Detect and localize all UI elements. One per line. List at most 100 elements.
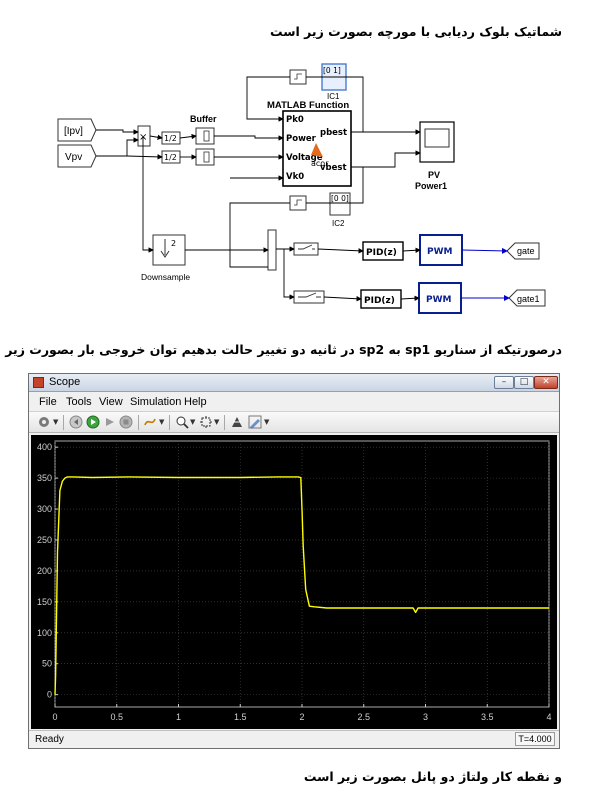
y-tick-label: 150 bbox=[37, 597, 52, 607]
scope-block[interactable]: PV Power1 bbox=[415, 121, 455, 191]
window-title: Scope bbox=[49, 376, 81, 388]
signal-lines bbox=[96, 76, 421, 302]
title-bar[interactable]: Scope – □ ✕ bbox=[29, 374, 559, 392]
heading-schematic: شماتیک بلوک ردیابی با مورچه بصورت زیر اس… bbox=[269, 24, 562, 39]
y-tick-label: 0 bbox=[47, 690, 52, 700]
zoom-dropdown-icon[interactable]: ▼ bbox=[190, 418, 196, 426]
gain-block-1[interactable]: 1/2 bbox=[161, 131, 181, 145]
port-vk0: Vk0 bbox=[286, 172, 304, 182]
gain-block-2[interactable]: 1/2 bbox=[161, 150, 181, 164]
scope-label-1: PV bbox=[428, 170, 440, 180]
product-block[interactable]: × bbox=[137, 125, 151, 147]
heading-voltage: و نقطه کار ولتاژ دو پانل بصورت زیر است bbox=[303, 769, 562, 784]
y-tick-label: 350 bbox=[37, 473, 52, 483]
x-tick-label: 1.5 bbox=[234, 712, 247, 722]
style-icon[interactable] bbox=[248, 415, 262, 429]
y-tick-label: 50 bbox=[42, 659, 52, 669]
from-vpv-block[interactable]: Vpv bbox=[57, 144, 97, 168]
heading-scenario: درصورتیکه از سناریو sp1 به sp2 در ثانیه … bbox=[0, 342, 562, 357]
stop-icon[interactable] bbox=[119, 415, 133, 429]
acor-label: acor bbox=[311, 159, 329, 168]
scope-window: Scope – □ ✕ File Tools View Simulation H… bbox=[28, 373, 560, 749]
x-tick-label: 4 bbox=[546, 712, 551, 722]
x-tick-label: 3.5 bbox=[481, 712, 494, 722]
menu-help[interactable]: Help bbox=[184, 396, 207, 408]
demux-block[interactable] bbox=[267, 229, 277, 271]
buffer-block-1[interactable] bbox=[195, 127, 215, 145]
memory-block-2[interactable] bbox=[289, 195, 307, 211]
pwm-2-label: PWM bbox=[426, 295, 452, 305]
downsample-value: 2 bbox=[171, 239, 176, 248]
ic1-label: IC1 bbox=[327, 92, 340, 101]
fit-dropdown-icon[interactable]: ▼ bbox=[214, 418, 220, 426]
y-tick-label: 250 bbox=[37, 535, 52, 545]
goto-gate-block[interactable]: gate bbox=[506, 242, 540, 260]
scope-app-icon bbox=[33, 377, 44, 388]
pid-block-2[interactable]: PID(z) bbox=[360, 289, 402, 309]
gain-2-label: 1/2 bbox=[164, 153, 177, 162]
ic2-label: IC2 bbox=[332, 219, 345, 228]
menu-simulation[interactable]: Simulation bbox=[130, 396, 182, 408]
downsample-label: Downsample bbox=[141, 272, 190, 282]
x-tick-label: 2.5 bbox=[357, 712, 370, 722]
matlab-fn-title: MATLAB Function bbox=[267, 100, 349, 111]
x-tick-label: 1 bbox=[176, 712, 181, 722]
menu-bar: File Tools View Simulation Help bbox=[29, 393, 559, 410]
downsample-block[interactable]: 2 Downsample bbox=[141, 234, 190, 282]
legend-icon[interactable] bbox=[230, 415, 244, 429]
maximize-button[interactable]: □ bbox=[514, 376, 534, 389]
gear-icon[interactable] bbox=[37, 415, 51, 429]
status-text: Ready bbox=[35, 734, 64, 745]
y-tick-label: 300 bbox=[37, 504, 52, 514]
zoom-icon[interactable] bbox=[175, 415, 189, 429]
y-tick-label: 400 bbox=[37, 442, 52, 452]
gear-dropdown-icon[interactable]: ▼ bbox=[53, 418, 59, 426]
from-ipv-label: [Ipv] bbox=[64, 126, 83, 137]
highlight-dropdown-icon[interactable]: ▼ bbox=[159, 418, 165, 426]
switch-block-2[interactable] bbox=[293, 290, 325, 304]
style-dropdown-icon[interactable]: ▼ bbox=[264, 418, 270, 426]
pwm-output-lines bbox=[461, 247, 510, 301]
x-tick-label: 3 bbox=[423, 712, 428, 722]
minimize-button[interactable]: – bbox=[494, 376, 514, 389]
series-line bbox=[54, 476, 549, 695]
step-icon[interactable] bbox=[103, 415, 117, 429]
fit-icon[interactable] bbox=[199, 415, 213, 429]
pwm-block-2[interactable]: PWM bbox=[418, 282, 462, 314]
goto-gate1-label: gate1 bbox=[517, 294, 540, 304]
y-tick-label: 100 bbox=[37, 628, 52, 638]
menu-file[interactable]: File bbox=[39, 396, 57, 408]
port-pk0: Pk0 bbox=[286, 115, 304, 125]
pid-block-1[interactable]: PID(z) bbox=[362, 241, 404, 261]
toolbar: ▼ ▼ ▼ ▼ ▼ bbox=[29, 411, 559, 433]
x-tick-label: 0.5 bbox=[110, 712, 123, 722]
goto-gate-label: gate bbox=[517, 246, 535, 256]
ic1-block[interactable]: [0 1] IC1 bbox=[321, 63, 347, 101]
x-tick-label: 0 bbox=[52, 712, 57, 722]
stop-back-icon[interactable] bbox=[69, 415, 83, 429]
run-icon[interactable] bbox=[86, 415, 100, 429]
port-vbest: vbest bbox=[320, 163, 347, 173]
ic2-value: [0 0] bbox=[331, 194, 349, 203]
close-button[interactable]: ✕ bbox=[534, 376, 558, 389]
y-tick-label: 200 bbox=[37, 566, 52, 576]
matlab-function-block[interactable]: Pk0 Power Voltage Vk0 pbest vbest acor bbox=[282, 110, 352, 187]
buffer-label: Buffer bbox=[190, 114, 217, 124]
ic2-block[interactable]: [0 0] IC2 bbox=[329, 192, 351, 228]
menu-view[interactable]: View bbox=[99, 396, 123, 408]
from-ipv-block[interactable]: [Ipv] bbox=[57, 118, 97, 142]
pid-2-label: PID(z) bbox=[364, 296, 395, 306]
pwm-block-1[interactable]: PWM bbox=[419, 234, 463, 266]
ic1-value: [0 1] bbox=[323, 66, 341, 75]
port-pbest: pbest bbox=[320, 128, 347, 138]
memory-block-1[interactable] bbox=[289, 69, 307, 85]
switch-block-1[interactable] bbox=[293, 242, 319, 256]
highlight-icon[interactable] bbox=[143, 415, 157, 429]
matlab-logo-icon bbox=[311, 143, 323, 157]
buffer-block-2[interactable] bbox=[195, 148, 215, 166]
goto-gate1-block[interactable]: gate1 bbox=[508, 289, 546, 307]
port-power: Power bbox=[286, 134, 317, 144]
pwm-1-label: PWM bbox=[427, 247, 453, 257]
menu-tools[interactable]: Tools bbox=[66, 396, 92, 408]
